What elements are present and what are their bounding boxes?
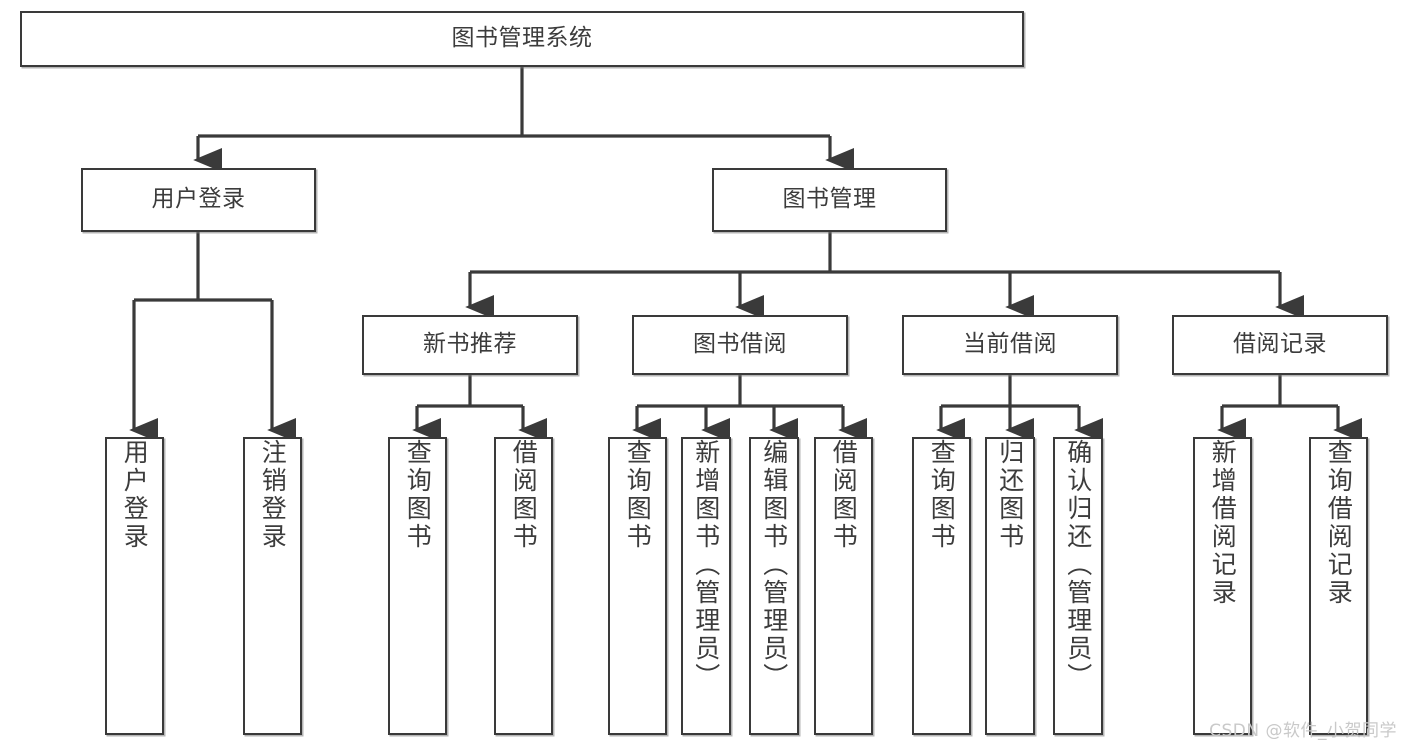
node-root-book-management-system[interactable]: 图书管理系统 xyxy=(20,11,1024,67)
leaf-current-query-book[interactable]: 查询图书 xyxy=(912,437,971,735)
node-label: 借阅图书 xyxy=(829,439,859,551)
node-label: 确认归还（管理员） xyxy=(1063,439,1093,691)
node-label: 用户登录 xyxy=(151,186,246,213)
node-label: 新增图书（管理员） xyxy=(691,439,721,691)
node-label: 图书管理系统 xyxy=(451,25,593,52)
leaf-recommend-borrow-book[interactable]: 借阅图书 xyxy=(494,437,553,735)
node-label: 编辑图书（管理员） xyxy=(759,439,789,691)
leaf-borrow-add-book-admin[interactable]: 新增图书（管理员） xyxy=(681,437,731,735)
leaf-record-add-borrow-record[interactable]: 新增借阅记录 xyxy=(1193,437,1252,735)
leaf-borrow-edit-book-admin[interactable]: 编辑图书（管理员） xyxy=(749,437,799,735)
leaf-user-login[interactable]: 用户登录 xyxy=(105,437,164,735)
leaf-borrow-borrow-book[interactable]: 借阅图书 xyxy=(814,437,873,735)
leaf-borrow-query-book[interactable]: 查询图书 xyxy=(608,437,667,735)
node-label: 当前借阅 xyxy=(963,331,1057,358)
node-user-login[interactable]: 用户登录 xyxy=(81,168,316,232)
node-label: 图书管理 xyxy=(782,186,877,213)
leaf-current-confirm-return-admin[interactable]: 确认归还（管理员） xyxy=(1053,437,1103,735)
node-label: 归还图书 xyxy=(995,439,1025,551)
leaf-user-logout[interactable]: 注销登录 xyxy=(243,437,302,735)
leaf-current-return-book[interactable]: 归还图书 xyxy=(985,437,1035,735)
node-label: 图书借阅 xyxy=(693,331,787,358)
node-label: 新书推荐 xyxy=(423,331,517,358)
node-new-book-recommend[interactable]: 新书推荐 xyxy=(362,315,578,375)
node-label: 借阅记录 xyxy=(1233,331,1327,358)
leaf-record-query-borrow-record[interactable]: 查询借阅记录 xyxy=(1309,437,1368,735)
node-label: 查询图书 xyxy=(927,439,957,551)
node-label: 注销登录 xyxy=(258,439,288,551)
csdn-watermark: CSDN @软件_小贺同学 xyxy=(1209,721,1397,741)
node-label: 查询图书 xyxy=(403,439,433,551)
node-label: 新增借阅记录 xyxy=(1208,439,1238,607)
node-label: 查询图书 xyxy=(623,439,653,551)
node-current-borrow[interactable]: 当前借阅 xyxy=(902,315,1118,375)
node-borrow-record[interactable]: 借阅记录 xyxy=(1172,315,1388,375)
node-label: 用户登录 xyxy=(120,439,150,551)
node-book-borrow[interactable]: 图书借阅 xyxy=(632,315,848,375)
leaf-recommend-query-book[interactable]: 查询图书 xyxy=(388,437,447,735)
node-label: 查询借阅记录 xyxy=(1324,439,1354,607)
node-book-management[interactable]: 图书管理 xyxy=(712,168,947,232)
node-label: 借阅图书 xyxy=(509,439,539,551)
